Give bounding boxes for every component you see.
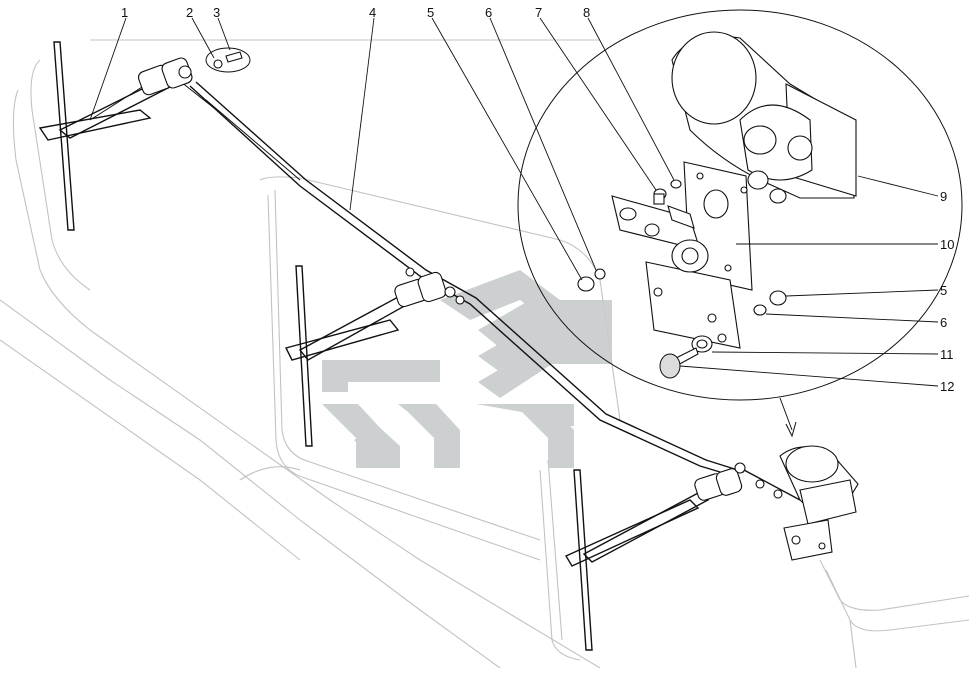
callout-5-top: 5: [427, 5, 434, 20]
leader-lines: [89, 17, 939, 387]
callout-8: 8: [583, 5, 590, 20]
wiper-blade-right: [564, 469, 710, 651]
detail-motor: [671, 31, 857, 204]
callout-6-top: 6: [485, 5, 492, 20]
callout-7: 7: [535, 5, 542, 20]
callout-9: 9: [940, 189, 947, 204]
detail-crank: [611, 195, 709, 273]
callout-12: 12: [940, 379, 954, 394]
callout-2: 2: [186, 5, 193, 20]
detail-washer-11: [691, 335, 713, 353]
wiper-blade-left: [38, 41, 170, 231]
watermark-logo: [322, 270, 612, 468]
callout-4: 4: [369, 5, 376, 20]
cab-outline: [0, 39, 969, 669]
detail-washer-8: [670, 179, 682, 189]
detail-bolt-12: [659, 347, 699, 379]
callout-labels: 1 2 3 4 5 6 7 8 9 10 5 6 11 12: [121, 5, 954, 394]
callout-3: 3: [213, 5, 220, 20]
fastener-2-3: [205, 47, 251, 73]
detail-view-circle: [517, 9, 963, 438]
callout-10: 10: [940, 237, 954, 252]
wiper-motor-installed: [743, 445, 859, 561]
wiper-arm-middle-pivot: [394, 267, 465, 308]
detail-bolt-7: [653, 188, 667, 205]
detail-washer-6: [594, 268, 767, 316]
wiper-arm-left-pivot: [137, 57, 193, 96]
callout-6-right: 6: [940, 315, 947, 330]
callout-1: 1: [121, 5, 128, 20]
detail-nut-5: [577, 276, 787, 306]
callout-11: 11: [940, 347, 954, 362]
callout-5-right: 5: [940, 283, 947, 298]
wiper-arm-right-pivot: [694, 462, 746, 501]
linkage-rod: [175, 77, 745, 479]
